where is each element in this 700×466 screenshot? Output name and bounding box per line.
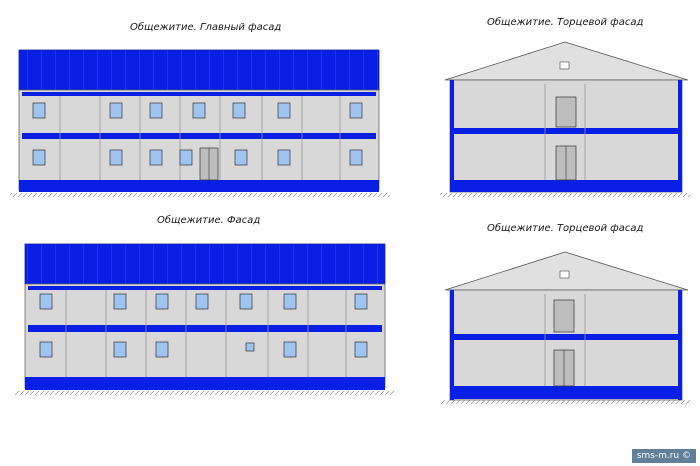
caption-end-facade-bottom: Общежитие. Торцевой фасад — [487, 223, 644, 234]
main-facade-windows — [32, 102, 363, 166]
facade-building — [15, 243, 395, 395]
end-facade-top-building — [440, 41, 690, 197]
caption-main-facade: Общежитие. Главный фасад — [130, 22, 282, 33]
main-facade-building — [10, 49, 390, 197]
watermark: sms-m.ru © — [631, 449, 696, 463]
facade-windows — [39, 293, 368, 358]
end-facade-bottom-building — [440, 251, 690, 404]
caption-end-facade-top: Общежитие. Торцевой фасад — [487, 17, 644, 28]
caption-facade: Общежитие. Фасад — [157, 215, 261, 226]
